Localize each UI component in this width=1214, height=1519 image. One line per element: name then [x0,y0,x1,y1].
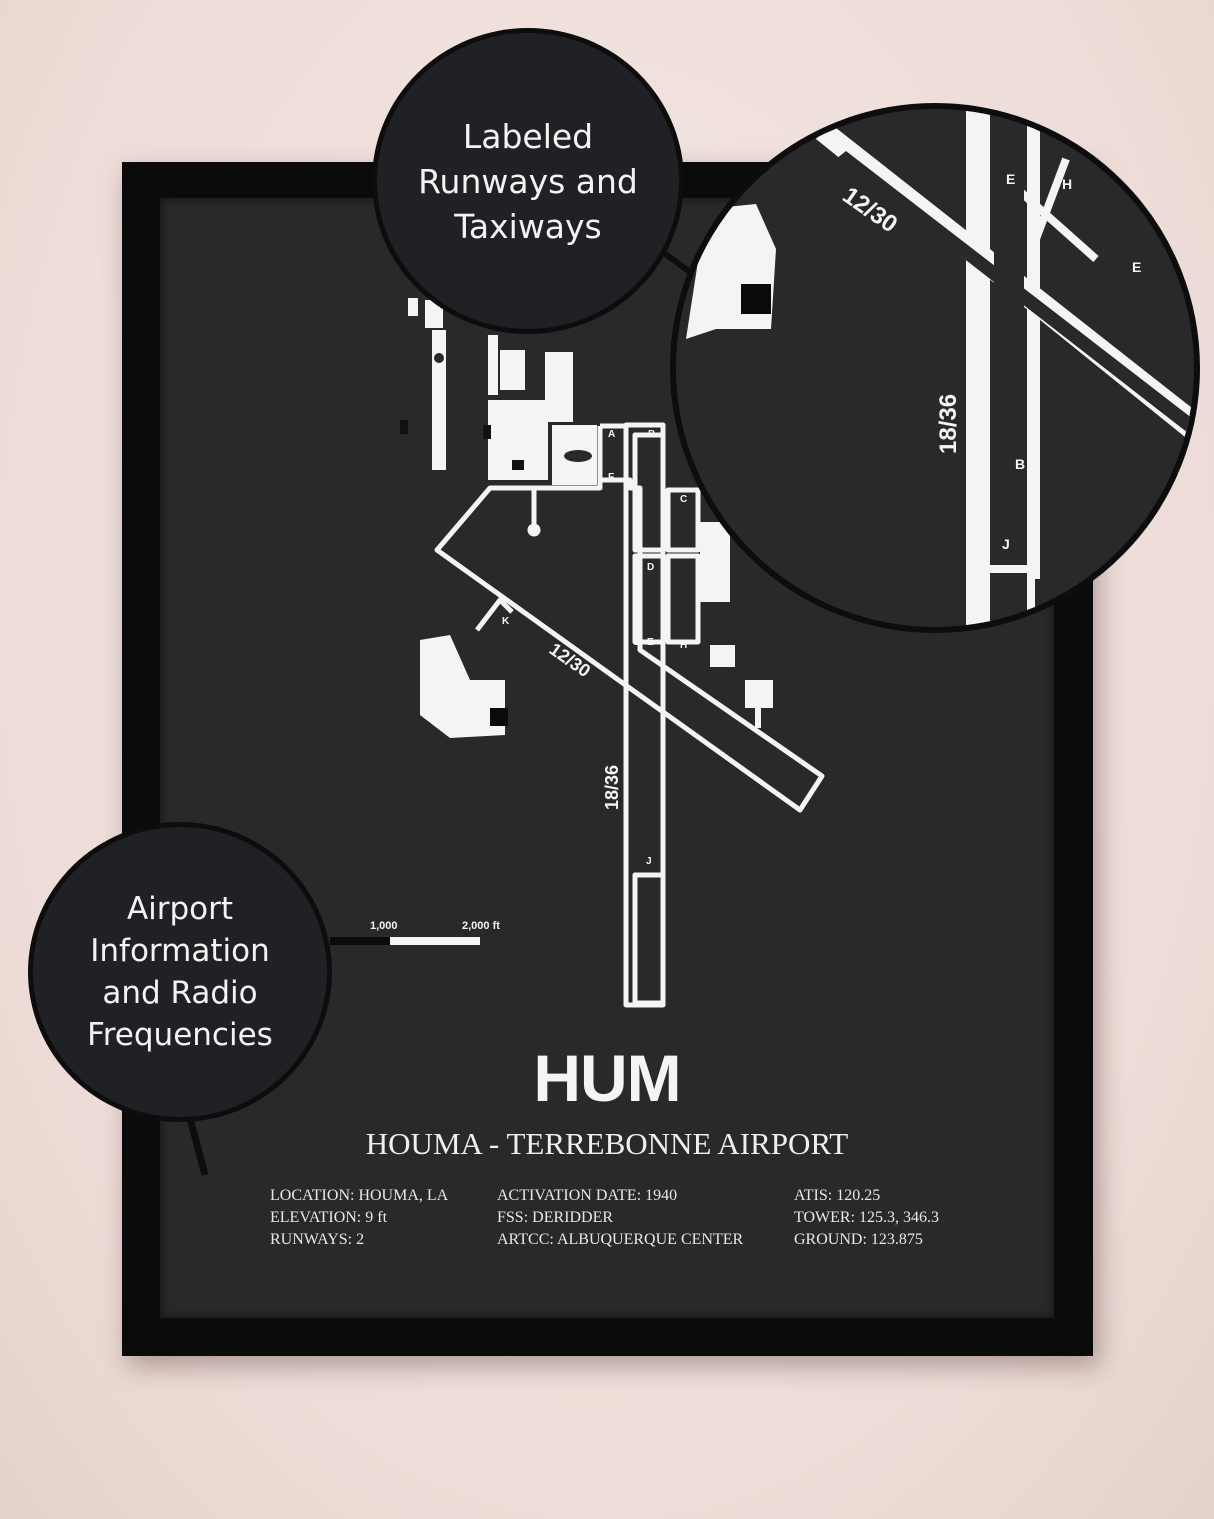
info-artcc: ARTCC: ALBUQUERQUE CENTER [497,1231,744,1248]
zoom-taxiway-h: H [1062,176,1072,192]
callout-runways-line-3: Taxiways [454,206,602,246]
callout-airport-info: Airport Information and Radio Frequencie… [28,822,332,1122]
callout-info-line-4: Frequencies [87,1017,273,1053]
taxiway-label-d: D [647,562,654,573]
taxiway-label-b: B [648,429,655,440]
info-location: LOCATION: HOUMA, LA [270,1187,449,1204]
runway-label-18-36: 18/36 [602,765,622,810]
callout-info-line-1: Airport [126,891,234,927]
taxiway-label-k: K [502,616,510,627]
info-column-3: ATIS: 120.25 TOWER: 125.3, 346.3 GROUND:… [794,1185,939,1251]
airport-code: HUM [533,1041,681,1115]
runway-18-36 [623,422,666,1008]
info-tower: TOWER: 125.3, 346.3 [794,1209,940,1226]
info-runways: RUNWAYS: 2 [270,1231,365,1248]
info-column-2: ACTIVATION DATE: 1940 FSS: DERIDDER ARTC… [497,1185,743,1251]
taxiway-label-h: H [680,640,687,651]
runway-12-30 [434,477,825,813]
callout-info-line-2: Information [90,933,270,969]
dark-blocks [400,420,524,470]
scale-label-1000: 1,000 [370,920,398,932]
info-atis: ATIS: 120.25 [794,1187,881,1204]
callout-pointer-bottom [186,1117,209,1176]
callout-info-line-3: and Radio [102,975,258,1011]
taxiway-label-c: C [680,494,687,505]
info-column-1: LOCATION: HOUMA, LA ELEVATION: 9 ft RUNW… [270,1185,448,1251]
taxiway-label-e: E [647,637,654,648]
zoom-magnifier: 12/30 18/36 E H E B J [670,103,1200,633]
info-ground: GROUND: 123.875 [794,1231,923,1248]
callout-runways-line-2: Runways and [418,161,638,201]
taxiway-c-block [665,487,701,553]
zoom-taxiway-j: J [1002,536,1010,552]
airport-name: HOUMA - TERREBONNE AIRPORT [365,1126,849,1161]
info-activation-date: ACTIVATION DATE: 1940 [497,1187,678,1204]
zoom-taxiway-e-2: E [1132,259,1141,275]
taxiway-label-f: F [608,472,614,483]
info-elevation: ELEVATION: 9 ft [270,1209,388,1226]
taxiway-d2-block [665,553,701,645]
taxiway-label-a: A [608,429,615,440]
zoom-taxiway-b: B [1015,456,1025,472]
taxiway-b-upper [632,432,666,553]
taxiway-label-j: J [646,856,652,867]
callout-runways: Labeled Runways and Taxiways [372,28,684,334]
info-fss: FSS: DERIDDER [497,1209,614,1226]
zoom-taxiway-e-1: E [1006,171,1015,187]
callout-runways-line-1: Labeled [462,116,594,156]
scale-bar: 1,000 2,000 ft [330,920,500,945]
zoom-runway-label-18-36: 18/36 [935,394,962,454]
taxiway-b-lower [632,872,666,1006]
scale-label-2000: 2,000 ft [462,920,500,932]
